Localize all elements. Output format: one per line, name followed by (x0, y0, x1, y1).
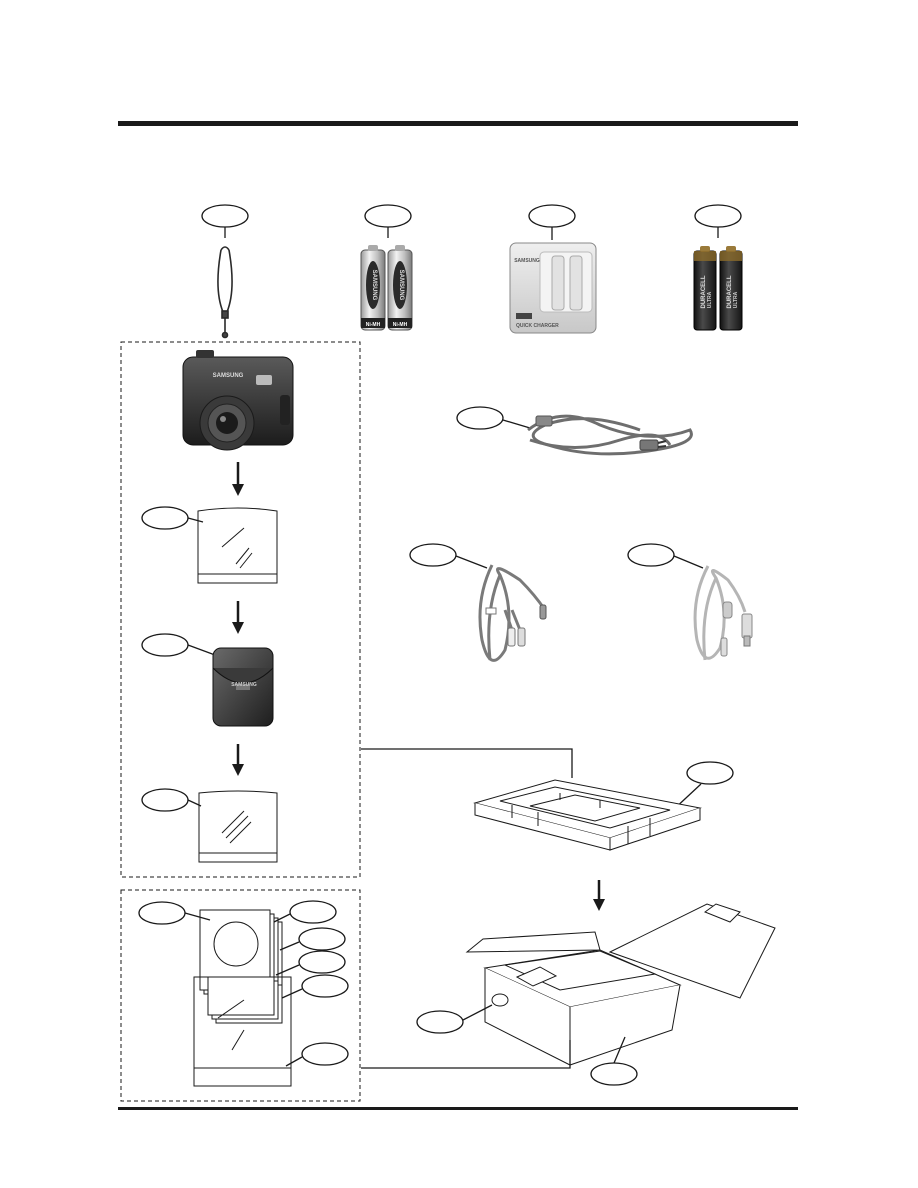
battery-type-text-2: Ni-MH (393, 322, 408, 328)
callout-document-3 (275, 950, 346, 976)
callout-rechargeable-batteries (364, 204, 412, 238)
callout-charger (528, 204, 576, 240)
av-cable (478, 564, 547, 662)
alkaline-brand-text-1: DURACELL (701, 275, 707, 308)
carrying-case: SAMSUNG (212, 647, 274, 727)
callout-box-label (416, 1004, 493, 1034)
charger-label-text: QUICK CHARGER (516, 323, 559, 329)
callout-camera-pouch (141, 506, 204, 530)
digital-camera: SAMSUNG (182, 350, 294, 451)
callout-usb-cable (627, 543, 704, 569)
power-cord (527, 414, 693, 456)
callout-document-2 (279, 927, 346, 951)
arrow-case-to-bag (232, 744, 244, 776)
alkaline-type-text-1: ULTRA (707, 291, 713, 308)
callout-case-poly-bag (141, 788, 202, 812)
documents-group (120, 889, 361, 1102)
arrow-pouch-to-case (232, 601, 244, 634)
gift-box (465, 903, 776, 1066)
callout-cd-sleeve (138, 901, 211, 925)
callout-gift-box (590, 1036, 638, 1086)
camera-poly-pouch (197, 507, 278, 584)
alkaline-batteries: DURACELL DURACELL ULTRA ULTRA (693, 246, 743, 331)
callout-carrying-case (141, 633, 216, 657)
usb-cable (693, 565, 753, 661)
inner-packing-tray (473, 779, 702, 851)
callout-av-cable (409, 543, 488, 569)
callout-document-bag (285, 1042, 349, 1067)
documents-stack (193, 909, 292, 1087)
camera-packaging-group (120, 341, 361, 878)
alkaline-type-text-2: ULTRA (733, 291, 739, 308)
callout-document-4 (281, 974, 349, 999)
camera-brand-text: SAMSUNG (213, 373, 244, 379)
top-rule (118, 121, 798, 126)
battery-type-text-1: Ni-MH (366, 322, 381, 328)
bottom-rule (118, 1107, 798, 1110)
case-brand-text: SAMSUNG (231, 682, 257, 688)
callout-alkaline-batteries (694, 204, 742, 238)
charger-brand-text: SAMSUNG (514, 258, 540, 264)
callout-strap (201, 204, 249, 238)
battery-charger: SAMSUNG QUICK CHARGER (509, 242, 597, 334)
wrist-strap (217, 246, 233, 339)
connector-documents-to-box (361, 1040, 571, 1069)
battery-brand-text-1: SAMSUNG (371, 270, 377, 301)
rechargeable-batteries: SAMSUNG SAMSUNG Ni-MH Ni-MH (360, 245, 413, 331)
callout-inner-tray (671, 761, 734, 812)
battery-brand-text-2: SAMSUNG (398, 270, 404, 301)
alkaline-brand-text-2: DURACELL (727, 275, 733, 308)
arrow-tray-to-box (593, 880, 605, 911)
arrow-camera-to-pouch (232, 462, 244, 496)
connector-group-to-tray (361, 748, 573, 778)
callout-power-cord (456, 406, 531, 430)
case-poly-bag (198, 790, 278, 863)
callout-document-1 (273, 900, 337, 924)
